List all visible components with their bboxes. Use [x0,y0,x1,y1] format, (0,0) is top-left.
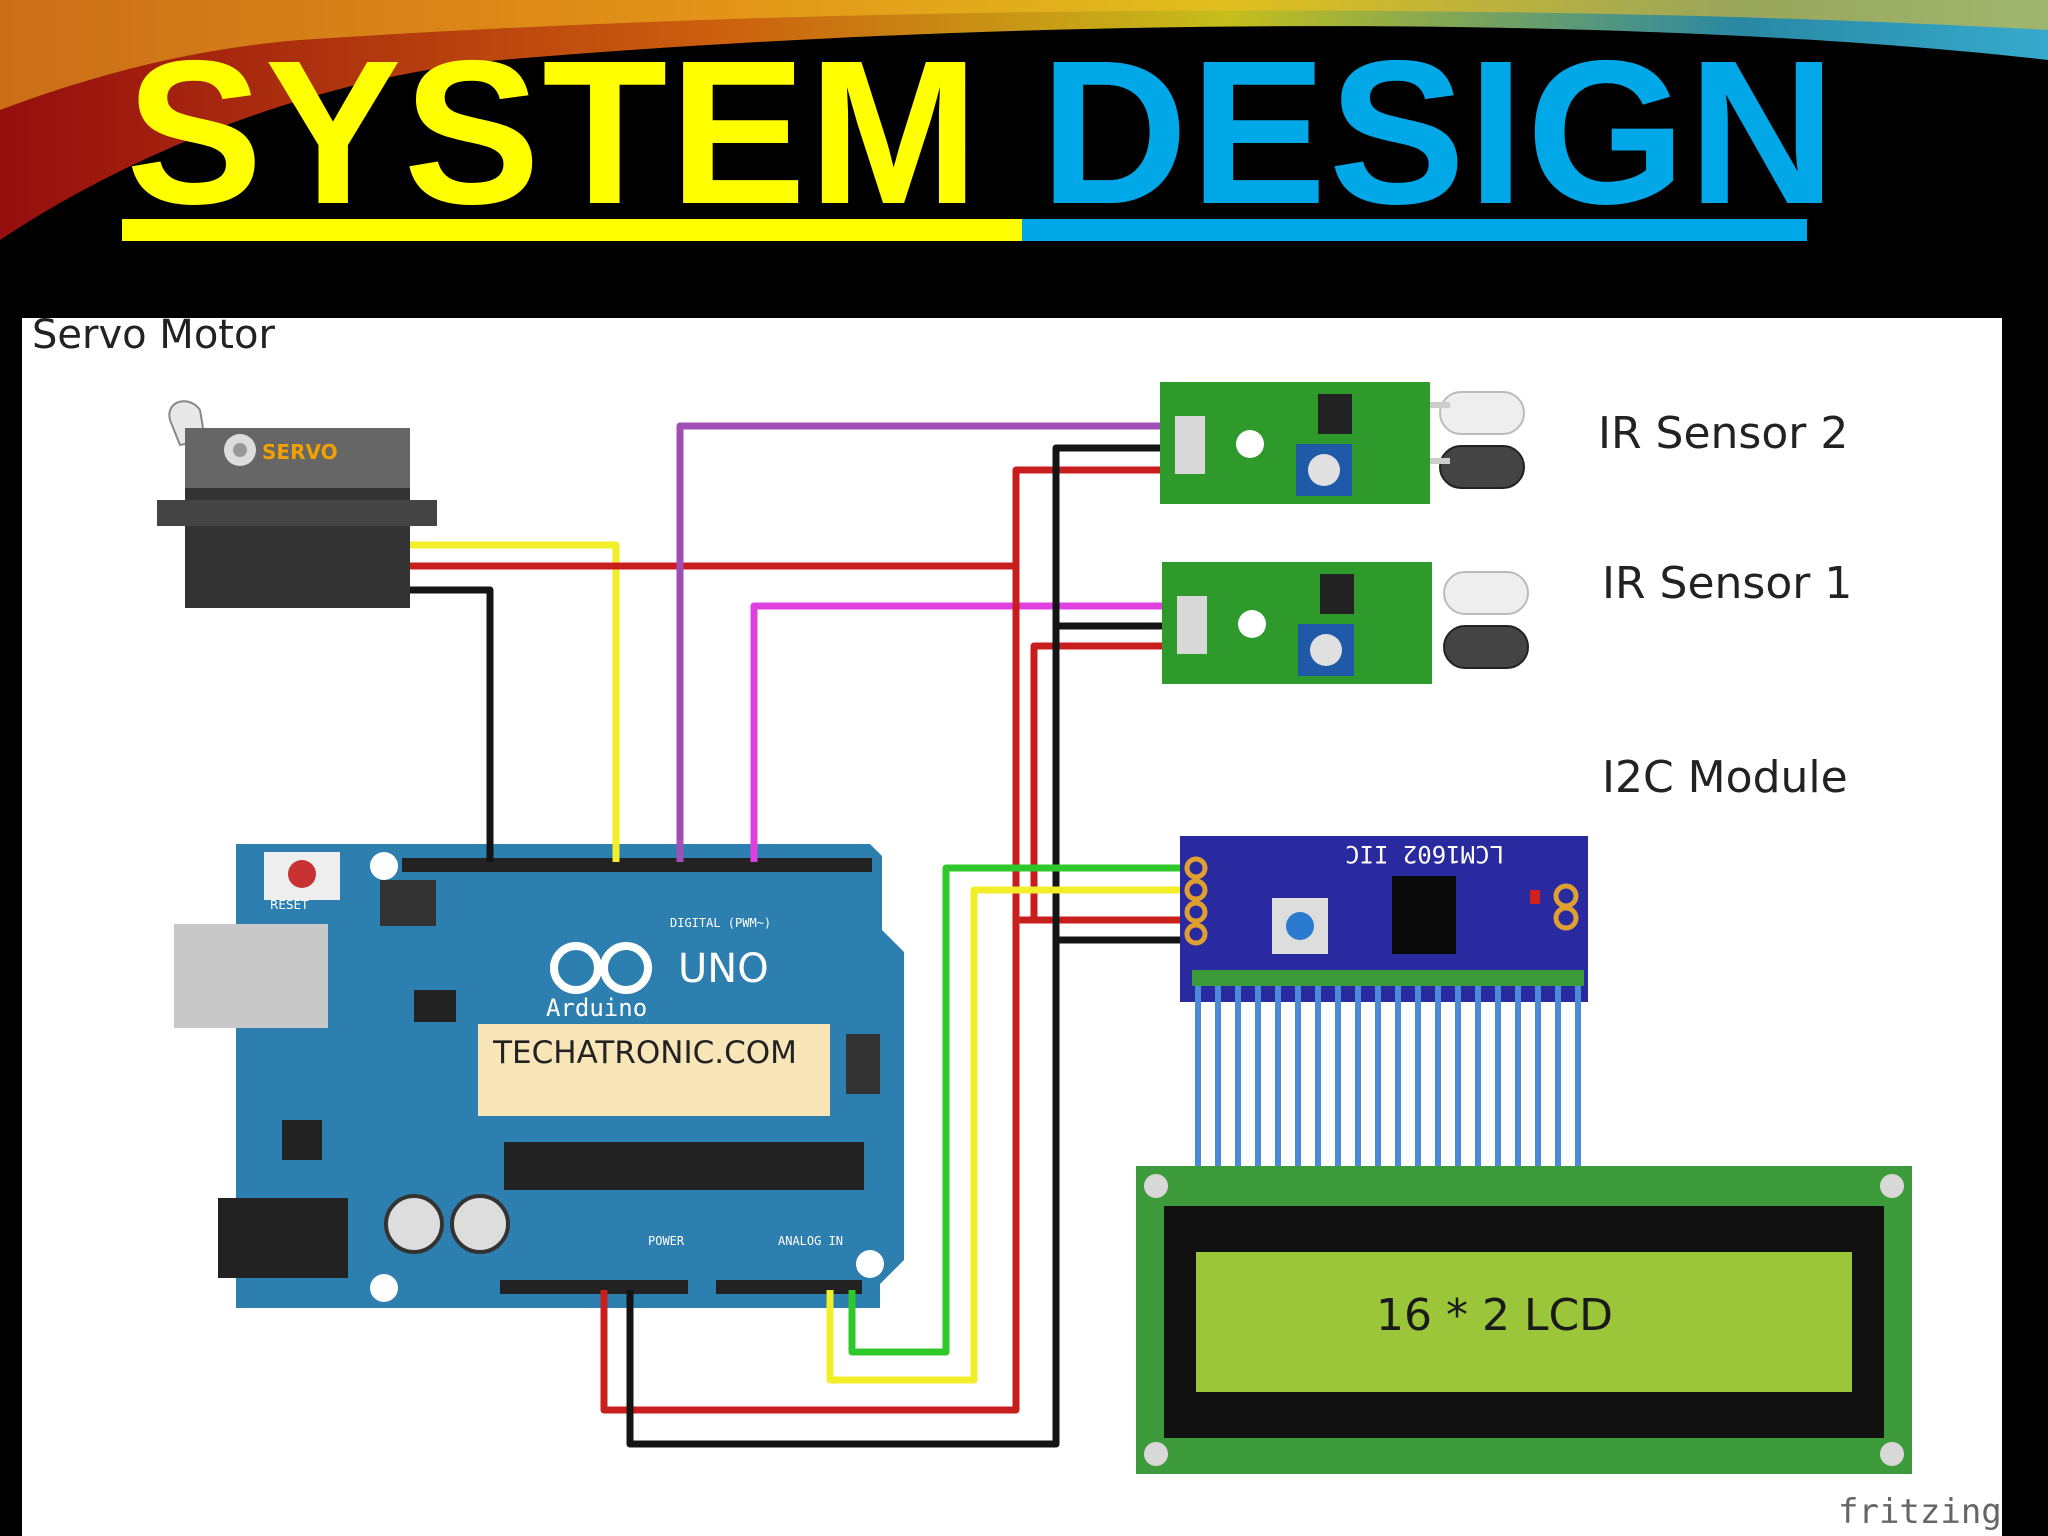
wire-power-bus [1012,466,1180,924]
watermark-label: TECHATRONIC.COM [493,1035,797,1071]
lcd-pin-wires [1195,980,1581,1174]
wire-ir2-out [676,422,1160,862]
arduino-digital-label: DIGITAL (PWM~) [670,916,772,930]
wire-gnd [626,940,1060,1448]
ir-sensor-1-label: IR Sensor 1 [1602,558,1853,609]
servo-motor [157,400,437,608]
lcd-display [1136,1166,1912,1474]
wire-ir1-out [750,602,1162,862]
ir-sensor-1-board [1162,562,1529,684]
arduino-reset-label: RESET [270,898,309,912]
arduino-brand-label: Arduino [546,994,648,1022]
wire-servo-signal [410,541,620,862]
arduino-power-label: POWER [648,1234,685,1248]
wire-5v [600,920,1020,1414]
arduino-uno-board [174,844,904,1308]
ir-sensor-2-label: IR Sensor 2 [1598,408,1849,459]
wire-ground-bus [1052,444,1180,944]
wires [410,422,1180,1448]
wire-sda [826,886,1180,1384]
title-underline-yellow [122,219,1022,241]
arduino-model-label: UNO [678,946,769,992]
servo-body-text: SERVO [262,440,338,464]
wire-ir1-vcc [1030,642,1162,920]
wiring-diagram [157,382,1912,1474]
i2c-board-model: LCM1602 IIC [1345,840,1504,868]
i2c-module-label: I2C Module [1602,752,1848,803]
lcd-screen-text: 16 * 2 LCD [1376,1290,1614,1341]
fritzing-credit: fritzing [1838,1492,2002,1532]
wire-servo-ground [410,586,494,862]
arduino-analog-label: ANALOG IN [778,1234,844,1248]
ir-sensor-2-board [1160,382,1525,504]
wire-scl [848,864,1180,1356]
title-word-system: SYSTEM [126,18,981,247]
servo-motor-label: Servo Motor [32,312,275,358]
title-underline-blue [1022,219,1807,241]
i2c-pin-row [1192,970,1584,986]
title-word-design: DESIGN [1039,18,1838,247]
header-swoosh [0,0,2048,240]
slide-title: SYSTEM DESIGN [126,18,1838,248]
